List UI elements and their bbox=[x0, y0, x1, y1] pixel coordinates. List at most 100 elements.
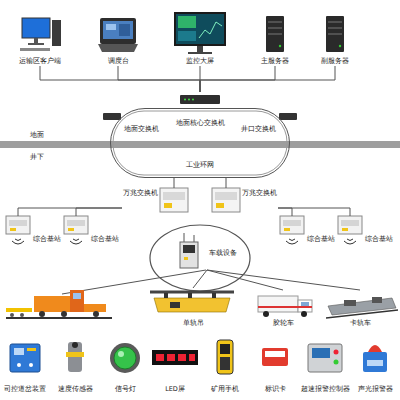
field-device: 矿用手机 bbox=[200, 336, 250, 394]
led-screen-icon bbox=[178, 354, 186, 361]
dispatch-console bbox=[100, 18, 136, 44]
client-computer bbox=[20, 18, 61, 51]
locomotive bbox=[34, 296, 72, 312]
ten-gig-switch-icon bbox=[160, 188, 188, 212]
main-server bbox=[279, 45, 281, 47]
switch-icon bbox=[279, 113, 297, 120]
rubber-tyred-vehicle bbox=[263, 311, 269, 317]
mine-phone-icon bbox=[217, 340, 233, 374]
node-label: 胶轮车 bbox=[273, 319, 294, 327]
core-switch-icon bbox=[188, 99, 190, 101]
network-link bbox=[207, 270, 360, 290]
switch-controller-icon bbox=[10, 344, 40, 372]
switch-controller-icon bbox=[27, 348, 36, 351]
node-label: 矿用手机 bbox=[211, 386, 239, 393]
node-label: 综合基站 bbox=[365, 235, 393, 243]
locomotive bbox=[6, 290, 112, 318]
main-server bbox=[266, 16, 284, 52]
field-device: 声光报警器 bbox=[350, 336, 400, 394]
base-station-icon bbox=[338, 216, 362, 234]
monitor-wall bbox=[174, 12, 226, 46]
node-label: 信号灯 bbox=[115, 386, 136, 393]
id-card-icon bbox=[262, 348, 288, 366]
locomotive bbox=[73, 293, 81, 299]
network-link bbox=[226, 178, 227, 188]
rubber-tyred-vehicle bbox=[258, 296, 312, 317]
overspeed-controller-icon bbox=[308, 344, 342, 372]
backup-server bbox=[326, 16, 344, 52]
base-station-icon bbox=[10, 228, 16, 231]
base-station-icon bbox=[338, 216, 362, 234]
locomotive bbox=[6, 308, 32, 312]
vehicle-device-icon bbox=[194, 235, 195, 242]
wireless-signal bbox=[344, 239, 356, 244]
node-label: 地面交换机 bbox=[124, 125, 159, 133]
node-label: 监控大屏 bbox=[186, 57, 214, 65]
base-station-icon bbox=[283, 220, 301, 226]
field-device: 速度传感器 bbox=[50, 336, 100, 394]
network-link bbox=[200, 66, 275, 92]
monitor-wall bbox=[174, 12, 226, 54]
dispatch-console bbox=[119, 24, 130, 36]
dispatch-console bbox=[103, 21, 133, 39]
core-switch: 地面核心交换机 bbox=[160, 92, 240, 128]
client-computer bbox=[52, 20, 61, 46]
locomotive bbox=[10, 313, 14, 317]
speed-sensor-icon bbox=[72, 342, 78, 348]
ring-inner-line bbox=[113, 111, 287, 175]
led-screen-icon bbox=[152, 350, 198, 365]
network-link bbox=[174, 178, 175, 188]
screen-device: 监控大屏 bbox=[172, 10, 228, 66]
switch-icon bbox=[103, 113, 121, 120]
rubber-tyred-vehicle bbox=[301, 311, 307, 317]
zone-label: 地面 bbox=[30, 131, 44, 139]
ten-gig-switch-icon bbox=[216, 203, 224, 208]
led-screen-icon bbox=[167, 354, 175, 361]
main-server bbox=[268, 34, 282, 35]
monitor-wall bbox=[199, 22, 222, 38]
audible-visual-alarm-icon bbox=[368, 345, 382, 352]
backup-server bbox=[328, 34, 342, 35]
ground-band bbox=[0, 141, 400, 148]
server-device: 主服务器 bbox=[250, 14, 300, 66]
locomotive bbox=[39, 311, 45, 317]
rail-car bbox=[328, 298, 396, 315]
audible-visual-alarm-icon bbox=[363, 345, 387, 372]
signal-light-icon bbox=[110, 343, 140, 373]
network-link bbox=[193, 270, 207, 288]
base-station-icon bbox=[6, 216, 30, 234]
vehicle-device-icon bbox=[184, 233, 185, 242]
node-label: 卡轨车 bbox=[350, 319, 371, 327]
monitor-wall bbox=[178, 31, 196, 41]
wireless-signal bbox=[70, 239, 82, 244]
rubber-tyred-vehicle bbox=[258, 306, 312, 308]
locomotive bbox=[20, 313, 24, 317]
node-label: 标识卡 bbox=[265, 386, 286, 393]
wireless-signal bbox=[286, 239, 298, 244]
network-link bbox=[207, 270, 283, 290]
switch-icon bbox=[279, 113, 297, 120]
id-card-icon bbox=[265, 351, 285, 357]
core-switch-icon bbox=[192, 99, 194, 101]
base-station-icon bbox=[67, 220, 85, 226]
monitor-wall bbox=[188, 52, 212, 54]
ring-network: 工业环网 bbox=[110, 108, 290, 178]
node-label: 运输区客户端 bbox=[19, 57, 61, 65]
overspeed-controller-icon bbox=[308, 344, 342, 372]
speed-sensor-icon bbox=[66, 352, 84, 357]
rail-car bbox=[326, 297, 398, 318]
vehicle-device-icon bbox=[180, 242, 198, 268]
base-station-icon bbox=[64, 216, 88, 234]
led-screen-icon bbox=[152, 350, 198, 365]
base-station-icon bbox=[64, 216, 88, 234]
base-station-icon bbox=[6, 216, 30, 234]
main-server bbox=[266, 16, 284, 52]
field-device: 司控道岔装置 bbox=[0, 336, 50, 394]
speed-sensor-icon bbox=[66, 342, 84, 372]
ten-gig-switch-icon bbox=[164, 203, 172, 208]
node-label: 地面核心交换机 bbox=[176, 119, 225, 127]
core-switch-icon bbox=[184, 99, 186, 101]
node-label: 万兆交换机 bbox=[242, 189, 277, 197]
